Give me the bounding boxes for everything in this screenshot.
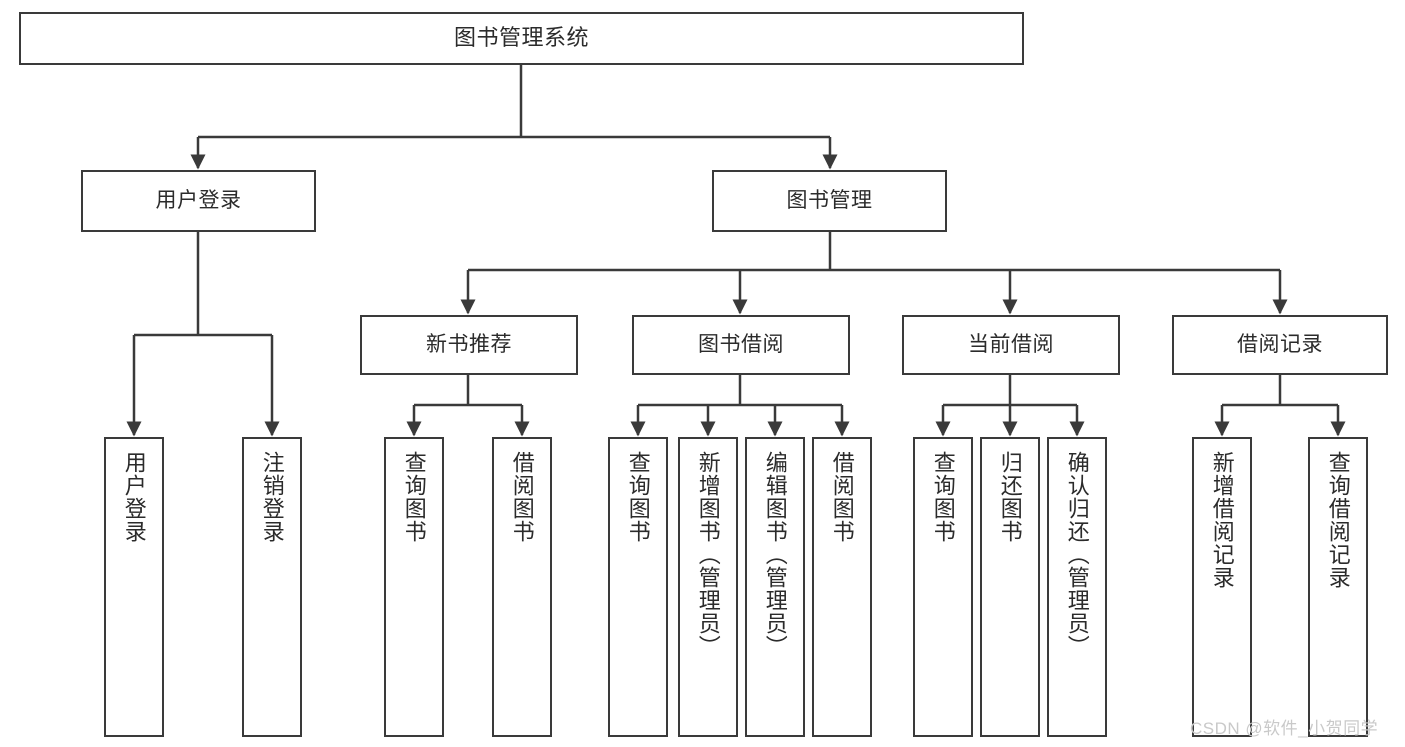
leaf-user-login-login[interactable]: 用户登录 <box>104 437 164 737</box>
leaf-record-query-record[interactable]: 查询借阅记录 <box>1308 437 1368 737</box>
leaf-current-query-book[interactable]: 查询图书 <box>913 437 973 737</box>
leaf-borrow-borrow-book[interactable]: 借阅图书 <box>812 437 872 737</box>
node-root-system[interactable]: 图书管理系统 <box>19 12 1024 65</box>
leaf-record-add-record[interactable]: 新增借阅记录 <box>1192 437 1252 737</box>
node-new-book-recommend[interactable]: 新书推荐 <box>360 315 578 375</box>
leaf-borrow-edit-book-admin[interactable]: 编辑图书（管理员） <box>745 437 805 737</box>
node-book-borrow[interactable]: 图书借阅 <box>632 315 850 375</box>
node-user-login[interactable]: 用户登录 <box>81 170 316 232</box>
leaf-borrow-query-book[interactable]: 查询图书 <box>608 437 668 737</box>
node-current-borrow[interactable]: 当前借阅 <box>902 315 1120 375</box>
leaf-current-return-book[interactable]: 归还图书 <box>980 437 1040 737</box>
leaf-user-login-logout[interactable]: 注销登录 <box>242 437 302 737</box>
leaf-recommend-borrow-book[interactable]: 借阅图书 <box>492 437 552 737</box>
node-borrow-record[interactable]: 借阅记录 <box>1172 315 1388 375</box>
leaf-recommend-query-book[interactable]: 查询图书 <box>384 437 444 737</box>
leaf-current-confirm-return-admin[interactable]: 确认归还（管理员） <box>1047 437 1107 737</box>
node-book-management[interactable]: 图书管理 <box>712 170 947 232</box>
leaf-borrow-add-book-admin[interactable]: 新增图书（管理员） <box>678 437 738 737</box>
